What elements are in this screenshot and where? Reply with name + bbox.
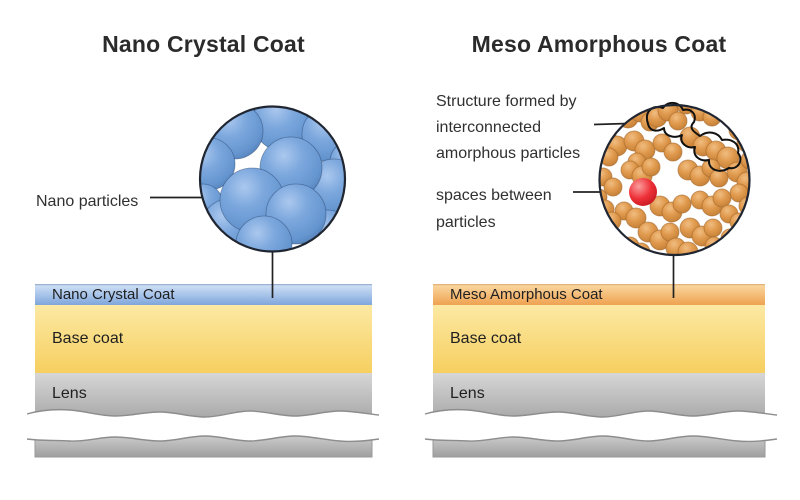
meso-layer-stack bbox=[424, 284, 778, 458]
spaces-label: spaces between particles bbox=[436, 182, 552, 236]
lens-tear-right bbox=[425, 409, 777, 442]
nano-magnifier-circle bbox=[198, 105, 347, 253]
meso-magnifier-circle bbox=[598, 102, 751, 257]
nano-circle-outline bbox=[198, 105, 347, 253]
meso-circle-outline bbox=[598, 103, 751, 257]
spaces-label-line-1: spaces between bbox=[436, 187, 552, 204]
base-coat-label-left: Base coat bbox=[52, 330, 124, 347]
lens-label-right: Lens bbox=[450, 385, 485, 402]
structure-label: Structure formed by interconnected amorp… bbox=[436, 89, 580, 167]
lens-layer-left bbox=[35, 373, 372, 418]
space-between-particles-marker bbox=[629, 178, 657, 206]
structure-label-line-3: amorphous particles bbox=[436, 145, 581, 162]
interconnected-structure-trace bbox=[646, 102, 742, 172]
lens-tear-bottom-line-right bbox=[424, 435, 778, 443]
lens-tear-bottom-line-left bbox=[26, 435, 380, 443]
base-coat-label-right: Base coat bbox=[450, 330, 522, 347]
structure-label-line-2: interconnected bbox=[436, 119, 541, 136]
structure-label-line-1: Structure formed by bbox=[436, 93, 577, 110]
lens-layer-right bbox=[433, 373, 765, 418]
lens-tear-left bbox=[27, 409, 379, 442]
right-panel-title: Meso Amorphous Coat bbox=[471, 31, 727, 57]
nano-coat-layer-label: Nano Crystal Coat bbox=[52, 286, 175, 303]
base-coat-layer-right bbox=[433, 305, 765, 373]
left-panel-title: Nano Crystal Coat bbox=[102, 31, 305, 57]
lens-tear-top-line-left bbox=[26, 408, 380, 418]
base-coat-layer-left bbox=[35, 305, 372, 373]
nano-coat-layer bbox=[35, 284, 372, 305]
lens-label-left: Lens bbox=[52, 385, 87, 402]
meso-coat-layer-label: Meso Amorphous Coat bbox=[450, 286, 603, 303]
lens-tear-top-line-right bbox=[424, 408, 778, 418]
meso-coat-layer bbox=[433, 284, 765, 305]
nano-particles-label: Nano particles bbox=[36, 193, 139, 210]
nano-layer-stack bbox=[26, 284, 380, 458]
spaces-label-line-2: particles bbox=[436, 214, 496, 231]
